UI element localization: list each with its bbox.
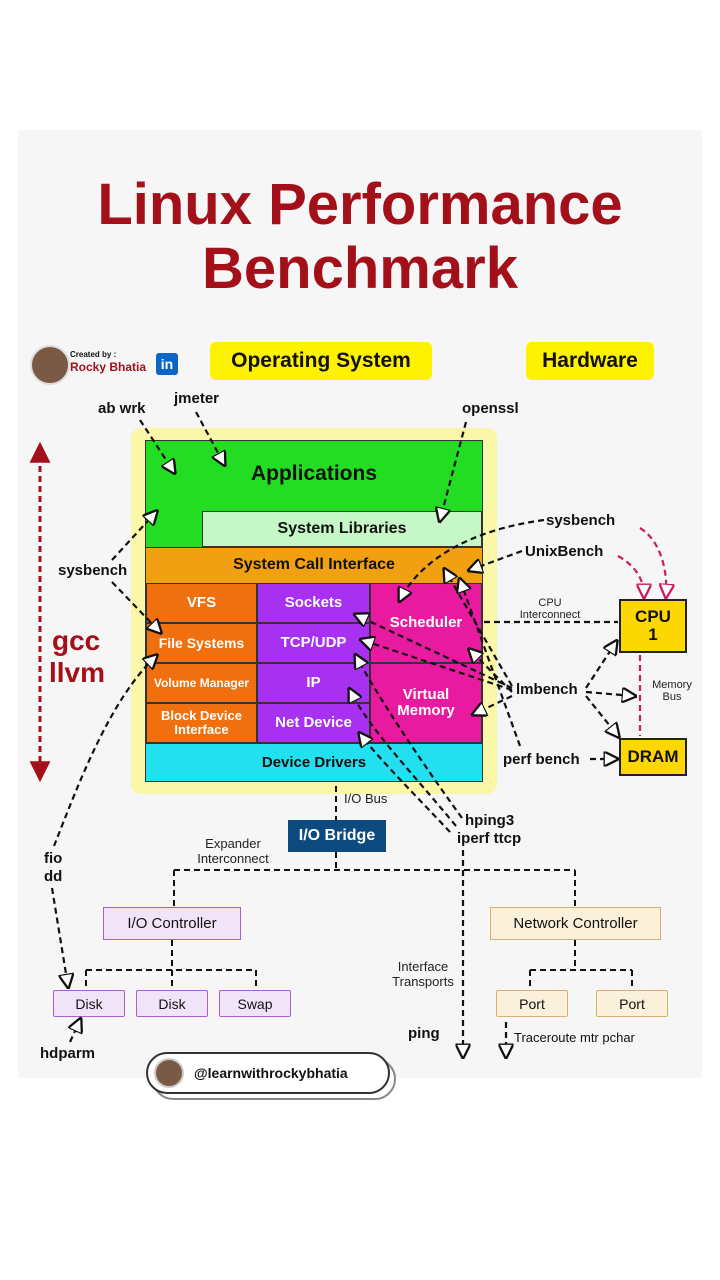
- layer-system-call-interface: System Call Interface: [146, 547, 482, 583]
- hardware-header: Hardware: [526, 342, 654, 380]
- cpu-interconnect-label: CPU Interconnect: [519, 597, 581, 621]
- device-swap: Swap: [219, 990, 291, 1017]
- avatar: [30, 345, 70, 385]
- layer-applications: Applications: [146, 441, 482, 511]
- interface-transports-label: Interface Transports: [392, 959, 454, 989]
- dram-box: DRAM: [619, 738, 687, 776]
- tool-unixbench: UnixBench: [525, 543, 604, 560]
- tool-dd: dd: [44, 868, 63, 885]
- tool-sysbench-right: sysbench: [546, 512, 616, 529]
- tool-openssl: openssl: [462, 400, 519, 417]
- tool-lmbench: lmbench: [516, 681, 578, 698]
- title-line-2: Benchmark: [202, 236, 518, 301]
- layer-block-device-interface: Block Device Interface: [146, 703, 257, 743]
- layer-volume-manager: Volume Manager: [146, 663, 257, 703]
- io-controller-box: I/O Controller: [103, 907, 241, 940]
- layer-tcp-udp: TCP/UDP: [257, 623, 370, 663]
- tool-jmeter: jmeter: [174, 390, 220, 407]
- network-controller-box: Network Controller: [490, 907, 661, 940]
- layer-scheduler: Scheduler: [370, 583, 482, 663]
- tool-hdparm: hdparm: [40, 1045, 96, 1062]
- layer-device-drivers: Device Drivers: [146, 743, 482, 781]
- tool-perf-bench: perf bench: [503, 751, 580, 768]
- layer-virtual-memory: Virtual Memory: [370, 663, 482, 743]
- tool-ping: ping: [408, 1025, 440, 1042]
- layer-vfs: VFS: [146, 583, 257, 623]
- tool-sysbench-left: sysbench: [58, 562, 128, 579]
- memory-bus-label: Memory Bus: [652, 679, 692, 703]
- expander-interconnect-label: Expander Interconnect: [197, 836, 269, 866]
- tool-traceroute: Traceroute mtr pchar: [514, 1030, 635, 1045]
- io-bridge-box: I/O Bridge: [288, 820, 386, 852]
- layer-file-systems: File Systems: [146, 623, 257, 663]
- os-header: Operating System: [210, 342, 432, 380]
- device-disk-1: Disk: [53, 990, 125, 1017]
- port-2: Port: [596, 990, 668, 1017]
- title-line-1: Linux Performance: [97, 172, 623, 237]
- tool-ab-wrk: ab wrk: [98, 400, 146, 417]
- credit-name: Rocky Bhatia: [70, 360, 147, 374]
- credit-prefix: Created by :: [70, 350, 117, 359]
- compiler-llvm: llvm: [49, 657, 106, 688]
- layer-net-device: Net Device: [257, 703, 370, 743]
- cpu-number: 1: [648, 625, 658, 644]
- handle-pill[interactable]: @learnwithrockybhatia: [146, 1052, 390, 1094]
- compiler-gcc: gcc: [52, 625, 101, 656]
- handle-avatar: [154, 1058, 184, 1088]
- device-disk-2: Disk: [136, 990, 208, 1017]
- cpu-label: CPU: [635, 607, 671, 627]
- tool-fio: fio: [44, 850, 63, 867]
- linkedin-icon: in: [156, 353, 178, 375]
- handle-text: @learnwithrockybhatia: [194, 1065, 348, 1081]
- tool-iperf-ttcp: iperf ttcp: [457, 830, 522, 847]
- tool-hping3: hping3: [465, 812, 515, 829]
- port-1: Port: [496, 990, 568, 1017]
- cpu-box: CPU 1: [619, 599, 687, 653]
- io-bus-label: I/O Bus: [344, 791, 388, 806]
